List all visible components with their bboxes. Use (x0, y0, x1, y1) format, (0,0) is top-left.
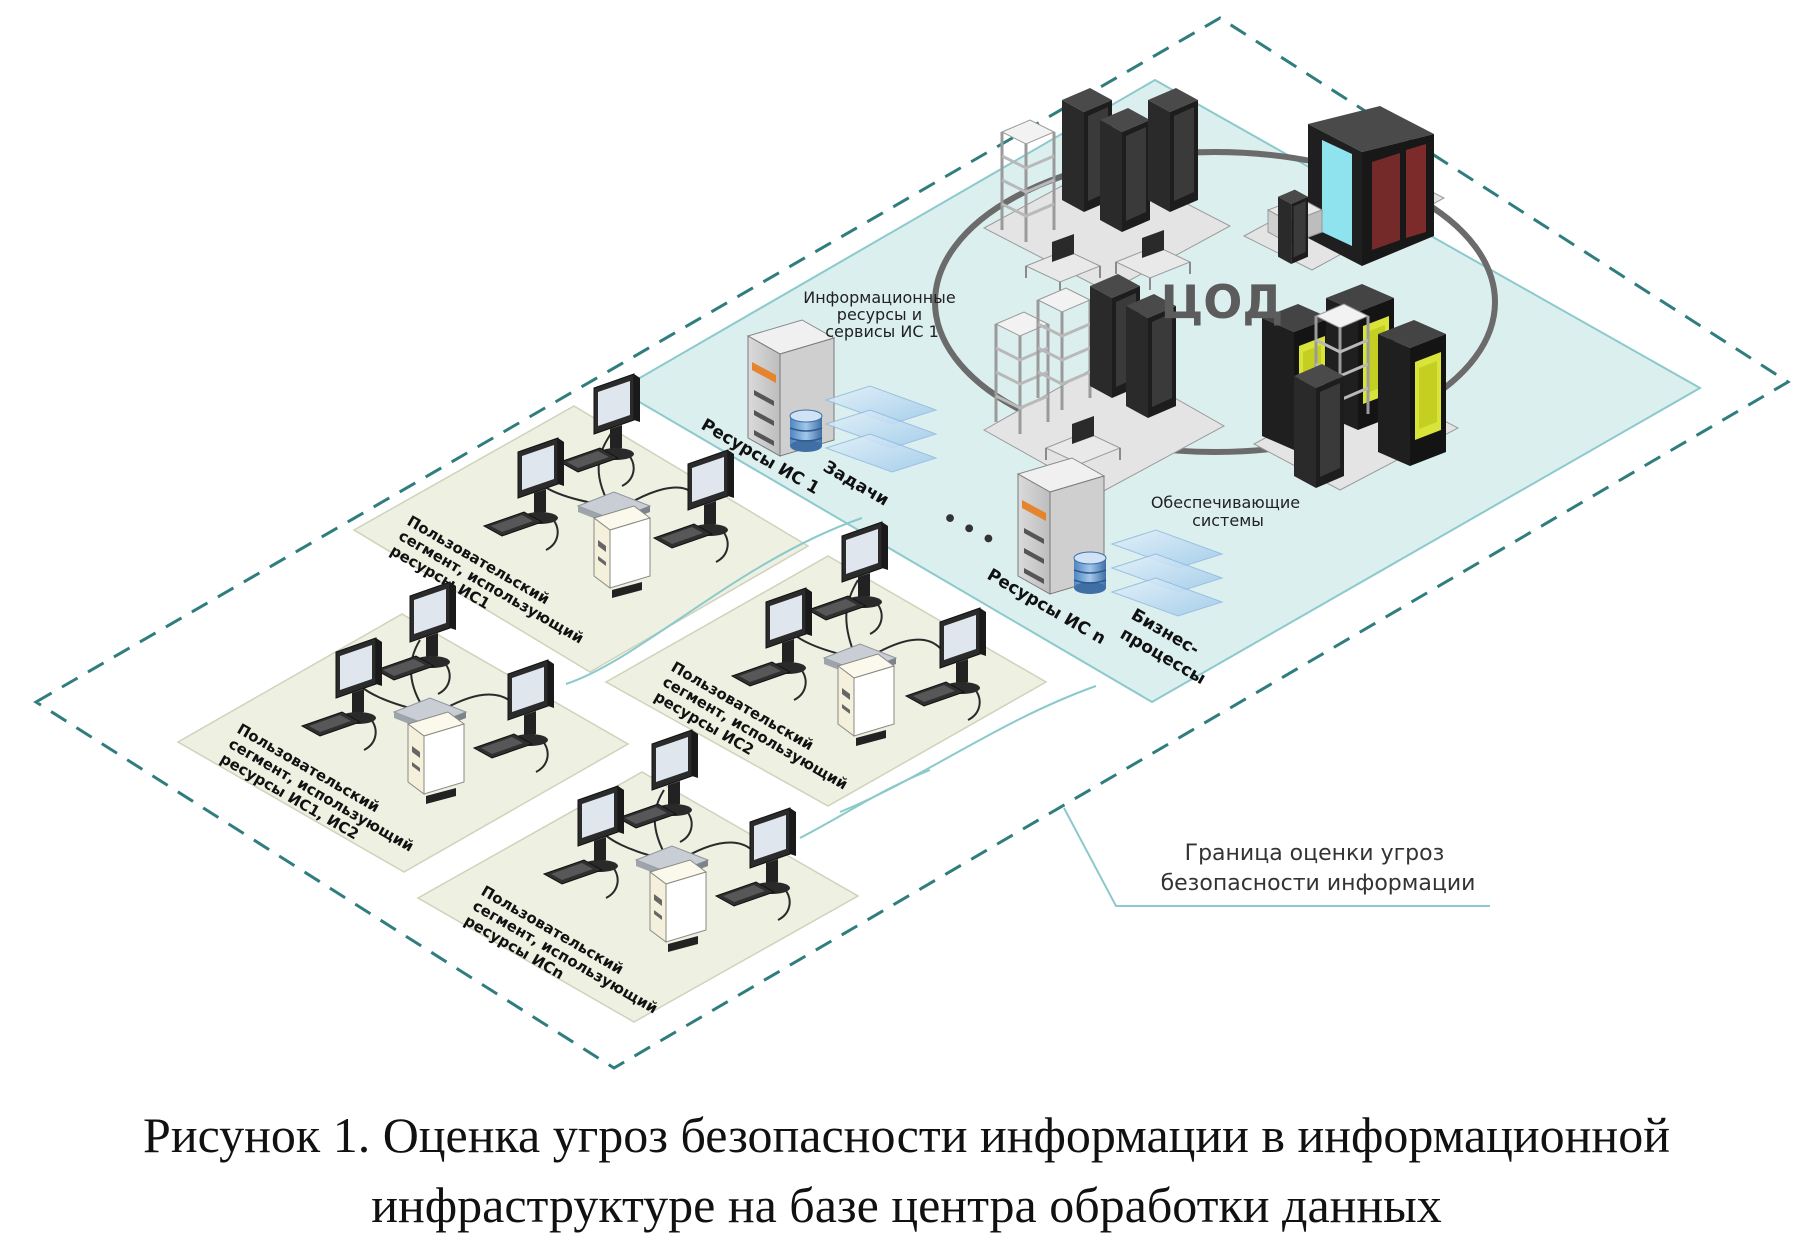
isn-database-icon (1073, 551, 1107, 595)
server-room-cluster-a (982, 88, 1232, 295)
info-resources-label: Информационные ресурсы и сервисы ИС 1 (803, 288, 961, 341)
zone-connectors (565, 517, 1097, 839)
figure-caption-line-1: Рисунок 1. Оценка угроз безопасности инф… (143, 1107, 1670, 1163)
segment-zone-1 (352, 405, 810, 673)
boundary-label: Граница оценки угроз безопасности информ… (1161, 841, 1476, 896)
cod-ring (932, 149, 1498, 455)
is1-database-icon (789, 409, 823, 453)
segment-zone-4 (416, 771, 860, 1023)
cod-label: ЦОД (1161, 275, 1284, 329)
segment-zone-2 (604, 555, 1048, 807)
boundary-callout-line (1063, 807, 1490, 907)
segment-zone-3 (176, 613, 630, 873)
threat-boundary (33, 16, 1791, 1070)
server-room-cluster-b (1242, 106, 1446, 271)
server-room-cluster-d (1252, 284, 1460, 491)
figure-caption-line-2: инфраструктуре на базе центра обработки … (371, 1177, 1442, 1233)
support-systems-label: Обеспечивающие системы (1151, 493, 1305, 530)
